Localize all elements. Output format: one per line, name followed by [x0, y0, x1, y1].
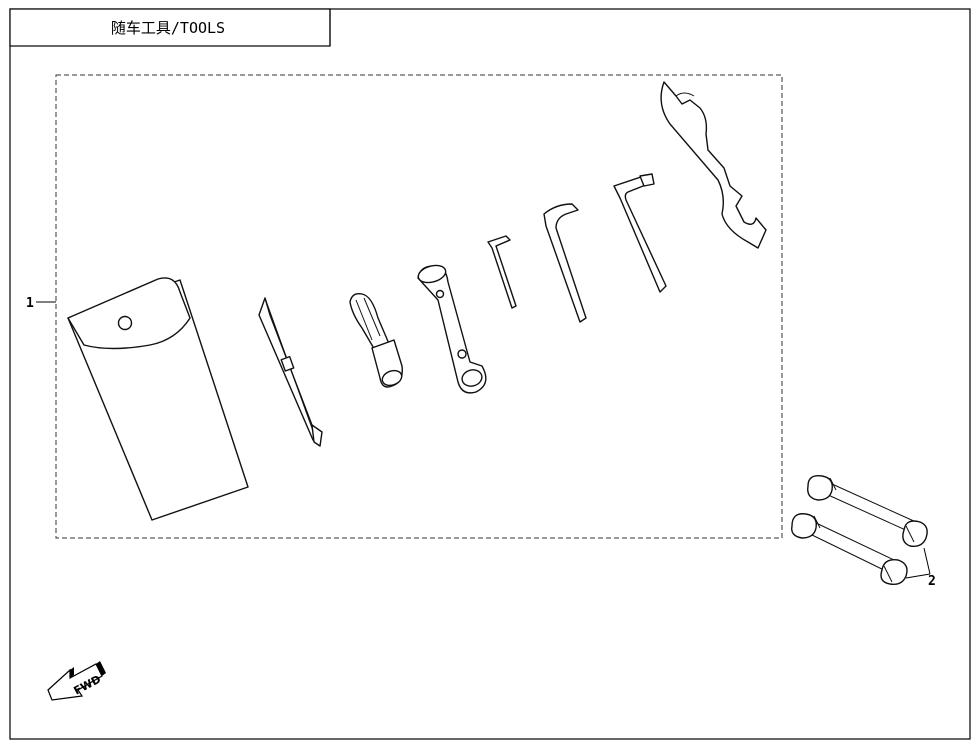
callout-1-label: 1	[26, 296, 34, 311]
spark-plug-wrench	[417, 264, 487, 394]
snap-button-icon	[117, 315, 133, 331]
callout-2-label: 2	[928, 574, 936, 589]
title-box: 随车工具/TOOLS	[9, 8, 331, 47]
callout-2: 2	[905, 547, 936, 589]
diagram-title: 随车工具/TOOLS	[111, 19, 225, 37]
callout-1: 1	[26, 296, 56, 311]
spark-plug-puller	[791, 475, 928, 586]
tool-kit-boundary	[55, 74, 783, 539]
hex-key-large	[613, 173, 667, 293]
screwdriver-handle	[349, 292, 403, 388]
tool-pouch	[67, 277, 249, 521]
hook-spanner	[660, 81, 767, 249]
hex-key-medium	[543, 203, 587, 323]
forward-arrow-icon: FWD	[47, 661, 106, 701]
hex-key-small	[487, 235, 517, 309]
diagram-border	[9, 8, 971, 740]
screwdriver	[258, 297, 323, 447]
